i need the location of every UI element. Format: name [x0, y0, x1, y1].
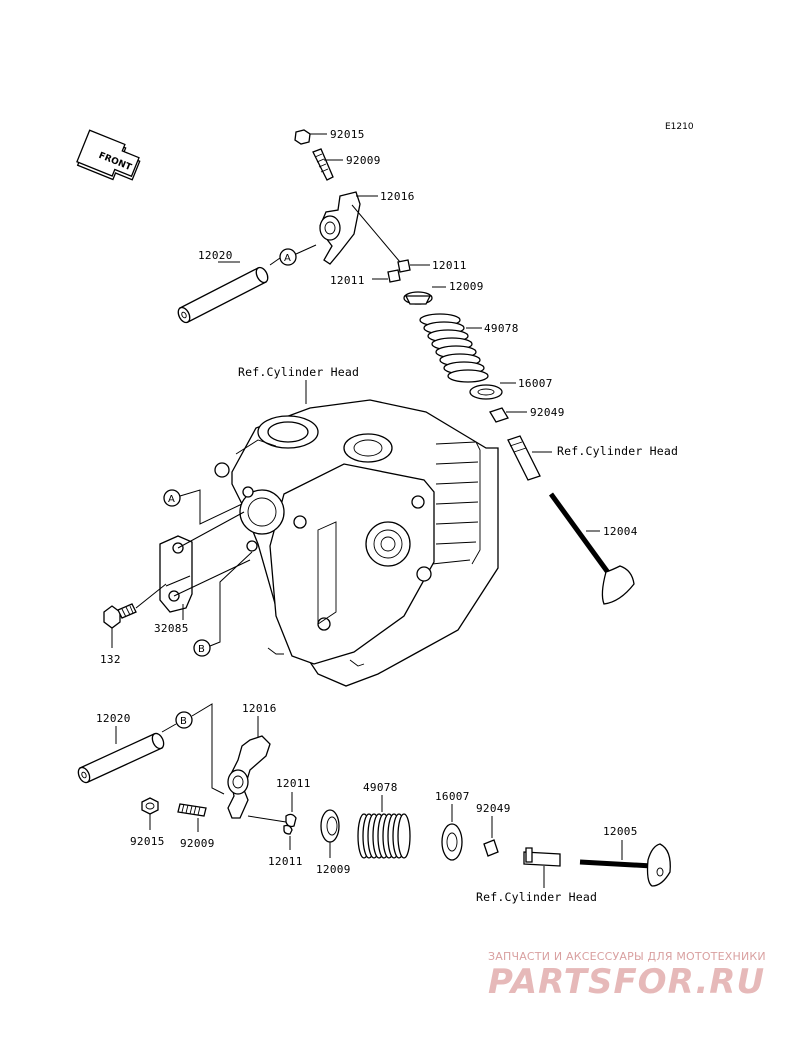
valve-12004: 12004: [548, 492, 638, 605]
rocker-arm-12016-lower: 12016: [227, 702, 287, 823]
label-92009-lower: 92009: [180, 837, 215, 850]
keeper-12011-lower: 12011 12011: [268, 777, 311, 868]
valve-12005: 12005: [579, 825, 671, 887]
rocker-shaft-12020-upper: 12020: [177, 249, 281, 324]
label-49078-upper: 49078: [484, 322, 519, 335]
label-12009-lower: 12009: [316, 863, 351, 876]
ref-cylinder-head-bottom: Ref.Cylinder Head: [476, 890, 597, 904]
label-32085: 32085: [154, 622, 189, 635]
callout-a-upper: A: [279, 244, 317, 266]
front-arrow-icon: FRONT: [76, 129, 141, 181]
label-49078-lower: 49078: [363, 781, 398, 794]
spring-coil: [397, 813, 411, 859]
spring-coil: [447, 369, 489, 383]
label-12005: 12005: [603, 825, 638, 838]
plate-32085: 32085: [154, 511, 251, 635]
ref-cylinder-head-top: Ref.Cylinder Head: [238, 365, 359, 379]
label-16007-lower: 16007: [435, 790, 470, 803]
valve-spring-49078-lower: 49078: [357, 781, 411, 859]
label-16007-upper: 16007: [518, 377, 553, 390]
ref-cylinder-head-right: Ref.Cylinder Head: [557, 444, 678, 458]
svg-text:B: B: [180, 716, 187, 727]
label-12011-lower-top: 12011: [276, 777, 311, 790]
rocker-arm-12016-upper: 12016: [319, 190, 415, 265]
label-12011-left: 12011: [330, 274, 365, 287]
valve-guide-upper: Ref.Cylinder Head: [507, 435, 678, 481]
label-92009-upper: 92009: [346, 154, 381, 167]
label-132: 132: [100, 653, 121, 666]
cylinder-head: [214, 399, 499, 687]
keeper-12011-upper: 12011 12011: [330, 259, 467, 287]
watermark-logo: PARTSFOR.RU: [488, 962, 766, 1002]
label-12011-right: 12011: [432, 259, 467, 272]
label-92015-upper: 92015: [330, 128, 365, 141]
callout-a-head: A: [163, 489, 243, 525]
retainer-12009-upper: 12009: [403, 280, 484, 305]
bolt-132: 132: [100, 583, 167, 666]
screw-92009-upper: 92009: [312, 148, 381, 181]
screw-92009-lower: 92009: [177, 803, 215, 850]
watermark-subtitle: ЗАПЧАСТИ И АКСЕССУАРЫ ДЛЯ МОТОТЕХНИКИ: [488, 950, 766, 963]
nut-92015-lower: 92015: [130, 797, 165, 848]
spring-seat-16007-upper: 16007: [469, 377, 553, 400]
label-12016-upper: 12016: [380, 190, 415, 203]
callout-b-lower: B: [175, 703, 225, 795]
valve-spring-49078-upper: 49078: [419, 313, 519, 383]
svg-text:B: B: [198, 644, 205, 655]
valve-seal-92049-upper: 92049: [489, 406, 565, 423]
nut-92015-upper: 92015: [294, 128, 365, 145]
callout-b-head: B: [193, 551, 253, 657]
label-12011-lower-bottom: 12011: [268, 855, 303, 868]
label-12016-lower: 12016: [242, 702, 277, 715]
label-12004: 12004: [603, 525, 638, 538]
valve-guide-lower: Ref.Cylinder Head: [476, 847, 597, 904]
rocker-shaft-12020-lower: 12020: [77, 712, 177, 784]
label-12020-lower: 12020: [96, 712, 131, 725]
label-92049-upper: 92049: [530, 406, 565, 419]
label-92049-lower: 92049: [476, 802, 511, 815]
diagram-code: E1210: [665, 122, 694, 132]
valve-seal-92049-lower: 92049: [476, 802, 511, 857]
spring-seat-16007-lower: 16007: [435, 790, 470, 861]
label-12020-upper: 12020: [198, 249, 233, 262]
svg-text:A: A: [284, 253, 291, 264]
svg-text:A: A: [168, 494, 175, 505]
retainer-12009-lower: 12009: [316, 809, 351, 876]
label-12009-upper: 12009: [449, 280, 484, 293]
label-92015-lower: 92015: [130, 835, 165, 848]
